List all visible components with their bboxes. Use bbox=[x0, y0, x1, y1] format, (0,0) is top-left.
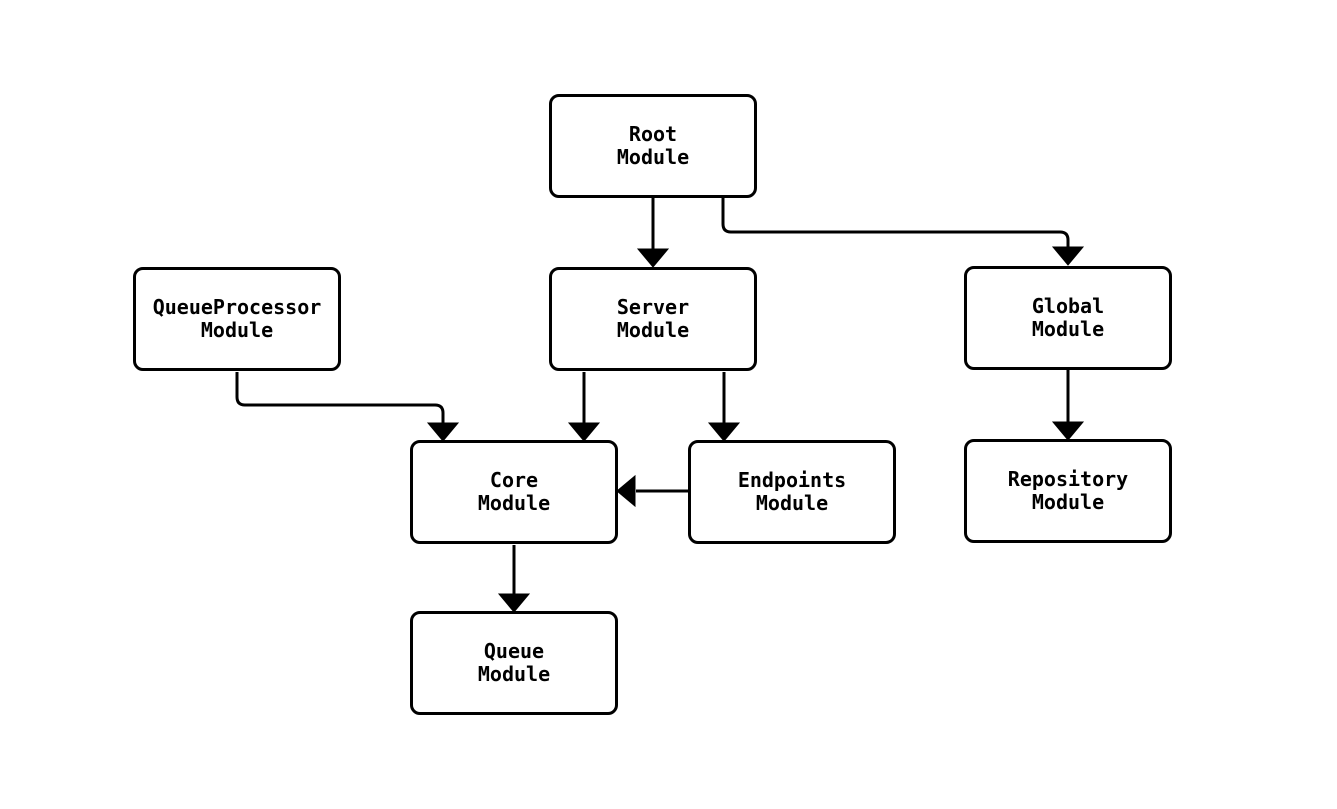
node-endpoints-module-label-line2: Module bbox=[755, 491, 829, 515]
edge-server-to-core bbox=[567, 372, 601, 442]
node-queueprocessor-module-label-line1: QueueProcessor bbox=[152, 295, 322, 319]
node-server-module-label-line1: Server bbox=[616, 295, 690, 319]
node-repository-module: Repository Module bbox=[964, 439, 1172, 543]
edge-core-to-queue-arrowhead-icon bbox=[497, 593, 531, 613]
node-queue-module: Queue Module bbox=[410, 611, 618, 715]
node-core-module-label-line2: Module bbox=[477, 491, 551, 515]
node-root-module: Root Module bbox=[549, 94, 757, 198]
edge-endpoints-to-core bbox=[616, 474, 688, 508]
node-queue-module-label-line2: Module bbox=[477, 662, 551, 686]
edge-global-to-repository bbox=[1051, 370, 1085, 441]
edge-queueprocessor-to-core-arrowhead-icon bbox=[426, 422, 460, 442]
edge-root-to-server-arrowhead-icon bbox=[636, 248, 670, 268]
edge-root-to-global-arrowhead-icon bbox=[1051, 246, 1085, 266]
node-root-module-label-line1: Root bbox=[628, 122, 678, 146]
edge-root-to-server bbox=[636, 198, 670, 268]
edge-core-to-queue bbox=[497, 545, 531, 613]
edge-global-to-repository-arrowhead-icon bbox=[1051, 421, 1085, 441]
node-repository-module-label-line1: Repository bbox=[1007, 467, 1129, 491]
edge-queueprocessor-to-core-line bbox=[235, 372, 445, 423]
edge-server-to-endpoints bbox=[707, 372, 741, 442]
node-global-module-label-line2: Module bbox=[1031, 317, 1105, 341]
node-endpoints-module: Endpoints Module bbox=[688, 440, 896, 544]
node-queueprocessor-module-label-line2: Module bbox=[200, 318, 274, 342]
edge-server-to-endpoints-arrowhead-icon bbox=[707, 422, 741, 442]
edge-server-to-core-arrowhead-icon bbox=[567, 422, 601, 442]
node-server-module: Server Module bbox=[549, 267, 757, 371]
edge-root-to-global bbox=[721, 198, 1085, 266]
edge-endpoints-to-core-arrowhead-icon bbox=[616, 474, 636, 508]
node-endpoints-module-label-line1: Endpoints bbox=[737, 468, 847, 492]
node-root-module-label-line2: Module bbox=[616, 145, 690, 169]
node-global-module: Global Module bbox=[964, 266, 1172, 370]
node-server-module-label-line2: Module bbox=[616, 318, 690, 342]
node-global-module-label-line1: Global bbox=[1031, 294, 1105, 318]
edge-queueprocessor-to-core bbox=[235, 372, 460, 442]
node-core-module: Core Module bbox=[410, 440, 618, 544]
node-core-module-label-line1: Core bbox=[489, 468, 539, 492]
edge-root-to-global-line bbox=[721, 198, 1070, 247]
node-queue-module-label-line1: Queue bbox=[483, 639, 545, 663]
node-queueprocessor-module: QueueProcessor Module bbox=[133, 267, 341, 371]
node-repository-module-label-line2: Module bbox=[1031, 490, 1105, 514]
